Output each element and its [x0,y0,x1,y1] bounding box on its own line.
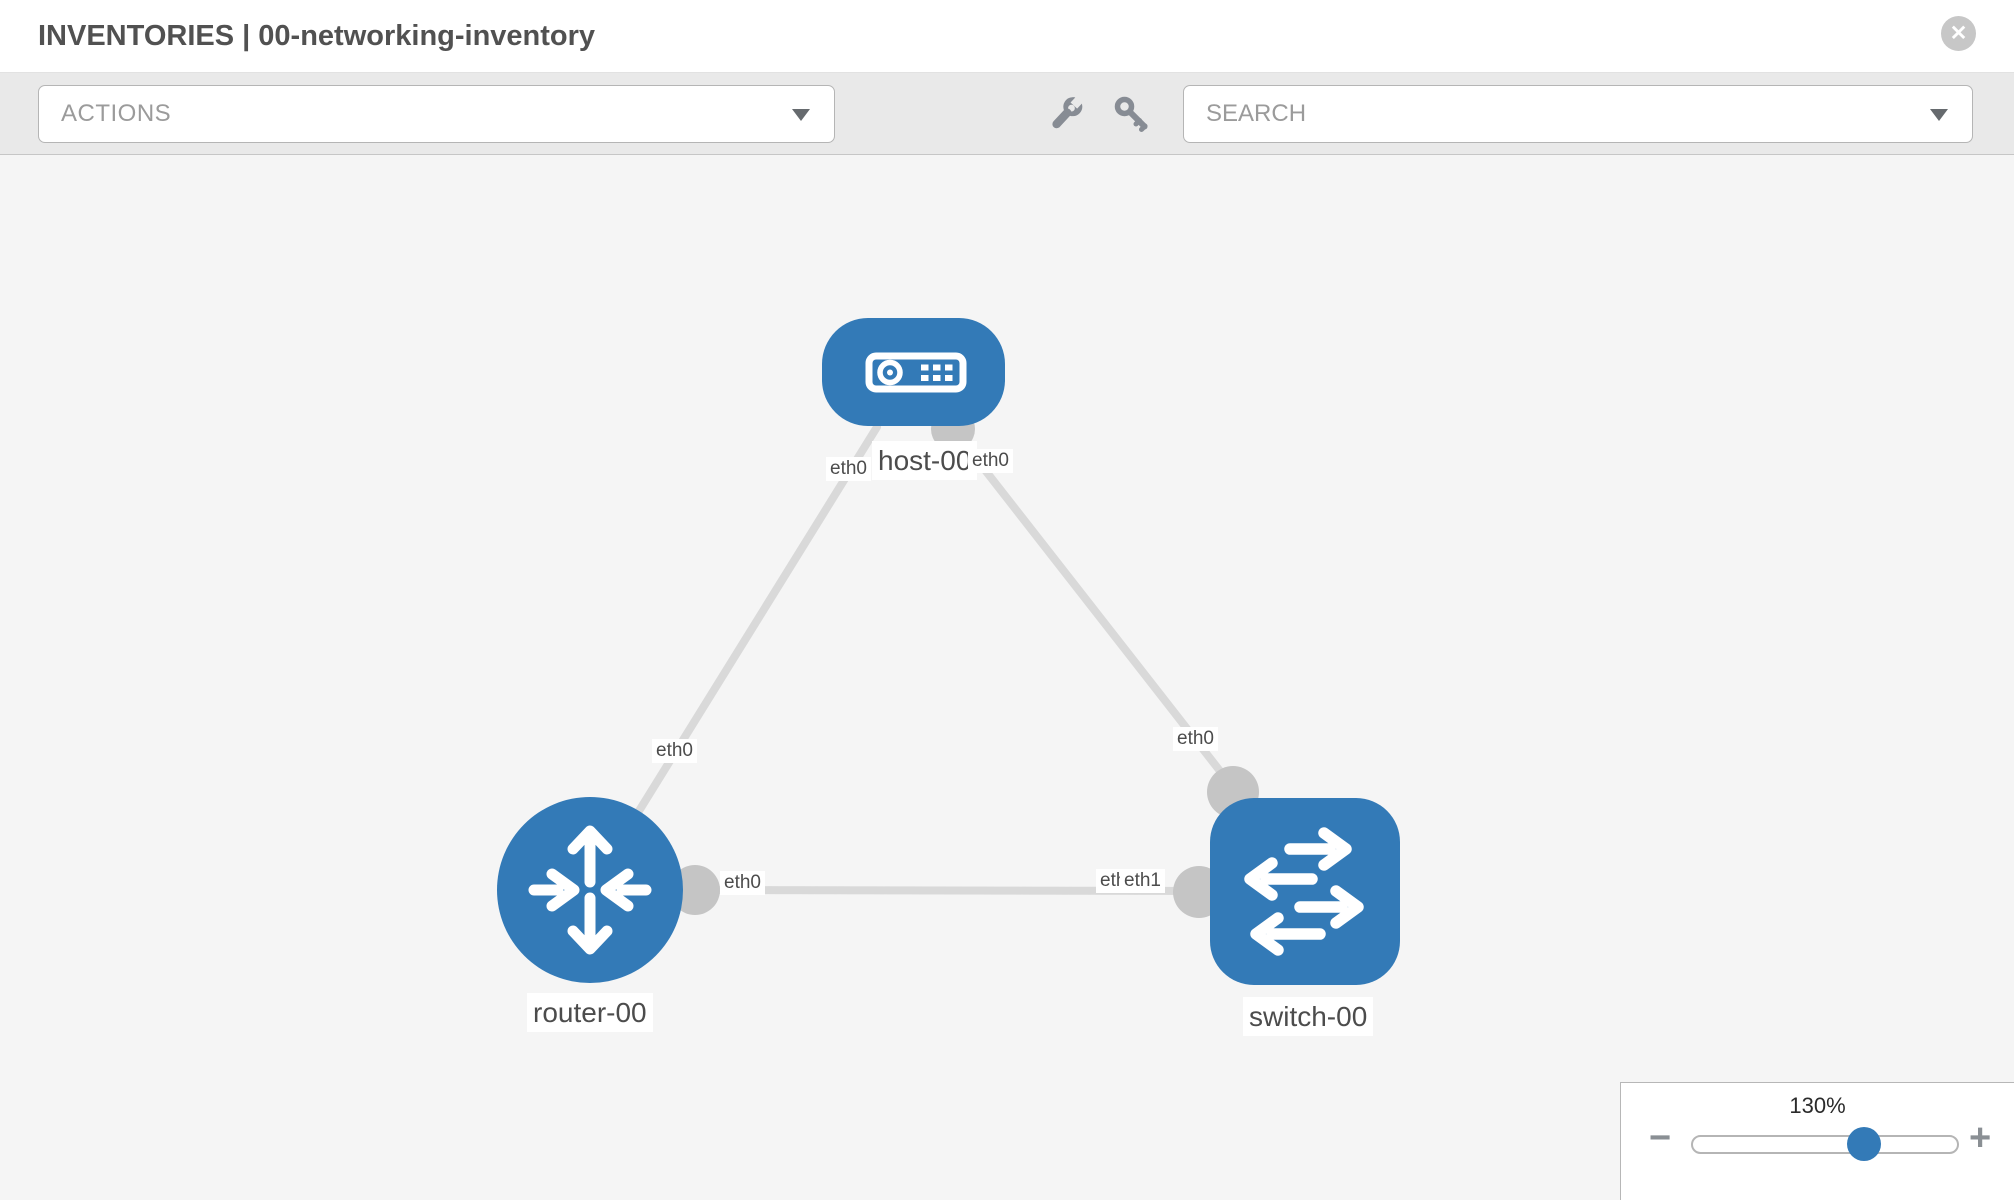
page-title: INVENTORIES | 00-networking-inventory [38,20,596,52]
topology-canvas[interactable]: host-00 router-00 switch-00 eth0 eth0 et… [0,155,2014,1200]
zoom-slider-handle[interactable] [1847,1127,1881,1161]
node-label-switch: switch-00 [1243,997,1374,1036]
host-icon [865,352,967,393]
host-node[interactable] [822,318,1005,426]
header: INVENTORIES | 00-networking-inventory ✕ [0,0,2014,73]
interface-label: eth0 [720,871,765,895]
zoom-slider[interactable] [1691,1135,1959,1154]
actions-dropdown-label: ACTIONS [61,100,172,127]
interface-label: eth0 [826,457,871,481]
search-input[interactable] [1184,86,1972,142]
router-icon [528,825,652,955]
interface-bubble-router [670,865,720,915]
topology-svg [497,318,1400,985]
close-button[interactable]: ✕ [1941,16,1976,51]
switch-icon [1244,827,1364,956]
zoom-in-button[interactable]: + [1969,1117,1992,1159]
key-button[interactable] [1112,94,1152,134]
interface-label: eth0 [652,739,697,763]
chevron-down-icon [792,109,810,121]
node-label-host: host-00 [872,441,978,480]
node-label-router: router-00 [527,993,653,1032]
search-dropdown[interactable] [1183,85,1973,143]
chevron-down-icon [1930,109,1948,121]
wrench-icon [1052,94,1085,129]
key-icon [1114,96,1148,132]
router-node[interactable] [497,797,683,983]
interface-label: eth0 [1173,727,1218,751]
interface-label: eth1 [1120,869,1165,893]
switch-node[interactable] [1210,798,1400,985]
zoom-panel: 130% − + [1620,1082,2014,1200]
zoom-level: 130% [1789,1093,1846,1118]
link-host-switch[interactable] [949,425,1256,816]
interface-label: eth0 [968,449,1013,473]
zoom-out-button[interactable]: − [1649,1117,1672,1159]
wrench-button[interactable] [1046,94,1086,134]
toolbar: ACTIONS [0,73,2014,155]
close-icon: ✕ [1949,22,1968,45]
actions-dropdown[interactable]: ACTIONS [38,85,835,143]
